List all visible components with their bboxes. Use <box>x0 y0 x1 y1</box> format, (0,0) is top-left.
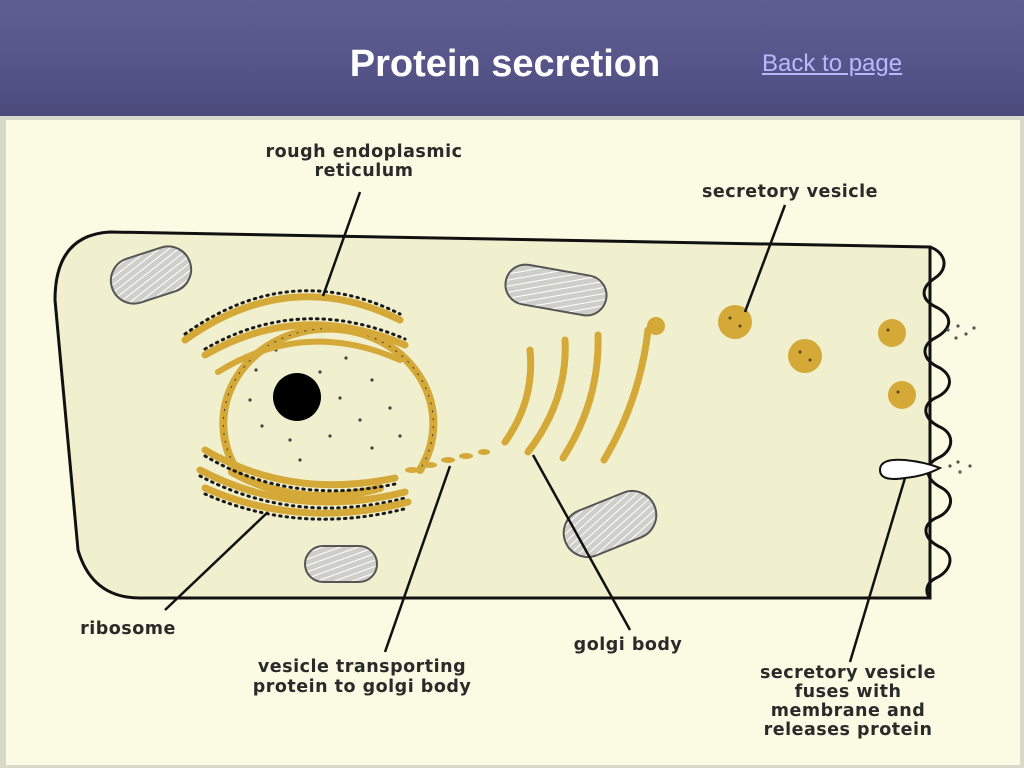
title-bar: Protein secretion Back to page <box>0 0 1024 116</box>
label-golgi-body: golgi body <box>574 635 683 655</box>
cell-membrane <box>53 230 932 600</box>
leader-lines <box>164 191 907 663</box>
back-to-page-link[interactable]: Back to page <box>762 50 903 77</box>
secretory-vesicles <box>718 305 916 409</box>
label-fusing-vesicle: releases protein <box>764 720 933 740</box>
mitochondrion <box>109 245 193 305</box>
rough-endoplasmic-reticulum <box>181 289 412 521</box>
transport-vesicles <box>405 449 490 473</box>
label-rough-er: reticulum <box>315 161 414 181</box>
mitochondrion <box>562 490 658 558</box>
mitochondrion <box>504 263 608 317</box>
fusing-vesicle <box>878 324 976 480</box>
wavy-membrane <box>922 245 953 600</box>
label-fusing-vesicle: secretory vesicle <box>760 663 936 683</box>
label-fusing-vesicle: membrane and <box>771 701 926 721</box>
golgi-body <box>501 317 665 464</box>
label-rough-er: rough endoplasmic <box>266 142 463 162</box>
label-transport-vesicle: vesicle transporting <box>258 657 466 677</box>
page-title: Protein secretion <box>349 43 661 85</box>
label-secretory-vesicle: secretory vesicle <box>702 182 878 202</box>
label-fusing-vesicle: fuses with <box>795 682 902 702</box>
label-transport-vesicle: protein to golgi body <box>253 677 472 697</box>
nucleolus <box>273 373 321 421</box>
label-ribosome: ribosome <box>80 619 176 639</box>
mitochondrion <box>304 545 378 583</box>
